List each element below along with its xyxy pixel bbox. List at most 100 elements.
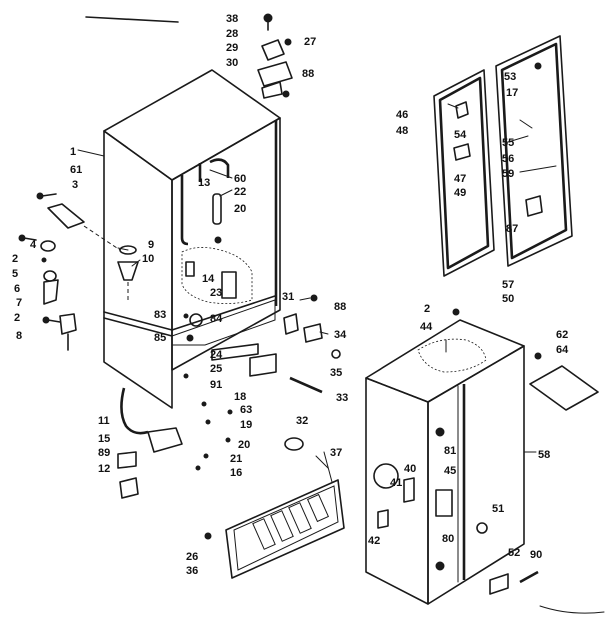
lower-box bbox=[365, 308, 599, 605]
bracket-3 bbox=[47, 203, 85, 229]
callout-27: 27 bbox=[304, 36, 316, 48]
callout-88: 88 bbox=[302, 68, 314, 80]
callout-20: 20 bbox=[238, 439, 250, 451]
callout-22: 22 bbox=[234, 186, 246, 198]
callout-62: 62 bbox=[556, 329, 568, 341]
part-18 bbox=[201, 401, 207, 407]
callout-49: 49 bbox=[454, 187, 466, 199]
callout-17: 17 bbox=[506, 87, 518, 99]
callout-53: 53 bbox=[504, 71, 516, 83]
part-55 bbox=[519, 119, 533, 129]
hinge-29 bbox=[257, 61, 293, 87]
callout-28: 28 bbox=[226, 28, 238, 40]
gasket-right bbox=[495, 35, 573, 267]
screw-2c bbox=[452, 308, 460, 316]
screw-88-top bbox=[282, 90, 290, 98]
part-81 bbox=[435, 427, 445, 437]
part-5 bbox=[41, 257, 47, 263]
part-63 bbox=[227, 409, 233, 415]
callout-2: 2 bbox=[424, 303, 430, 315]
callout-16: 16 bbox=[230, 467, 242, 479]
callout-labels: 38 28 27 29 30 88 1 60 13 22 20 61 3 9 1… bbox=[12, 13, 569, 577]
callout-81: 81 bbox=[444, 445, 456, 457]
part-16 bbox=[195, 465, 201, 471]
part-54 bbox=[455, 101, 469, 119]
part-10 bbox=[117, 261, 139, 281]
part-24 bbox=[211, 343, 259, 361]
callout-19: 19 bbox=[240, 419, 252, 431]
gasket-left bbox=[433, 69, 495, 277]
callout-45: 45 bbox=[444, 465, 456, 477]
callout-80: 80 bbox=[442, 533, 454, 545]
spacer-30 bbox=[261, 81, 283, 99]
header-rule bbox=[85, 16, 179, 23]
callout-64: 64 bbox=[556, 344, 569, 356]
screw-20 bbox=[214, 236, 222, 244]
callout-35: 35 bbox=[330, 367, 342, 379]
part-44 bbox=[417, 338, 487, 373]
callout-90: 90 bbox=[530, 549, 542, 561]
callout-24: 24 bbox=[210, 349, 223, 361]
callout-1: 1 bbox=[70, 146, 76, 158]
screw-38 bbox=[263, 13, 273, 23]
callout-54: 54 bbox=[454, 129, 467, 141]
top-hinge-assembly bbox=[257, 13, 293, 99]
callout-23: 23 bbox=[210, 287, 222, 299]
callout-52: 52 bbox=[508, 547, 520, 559]
screw-62 bbox=[534, 352, 542, 360]
part-45 bbox=[435, 489, 453, 517]
callout-29: 29 bbox=[226, 42, 238, 54]
callout-47: 47 bbox=[454, 173, 466, 185]
part-25 bbox=[249, 353, 277, 377]
callout-4: 4 bbox=[30, 239, 37, 251]
callout-41: 41 bbox=[390, 477, 402, 489]
panel-64 bbox=[529, 365, 599, 411]
callout-42: 42 bbox=[368, 535, 380, 547]
callout-30: 30 bbox=[226, 57, 238, 69]
cabinet-assembly bbox=[103, 69, 281, 409]
grille-assembly bbox=[204, 479, 345, 579]
callout-6: 6 bbox=[14, 283, 20, 295]
callout-36: 36 bbox=[186, 565, 198, 577]
callout-63: 63 bbox=[240, 404, 252, 416]
callout-55: 55 bbox=[502, 137, 514, 149]
part-35 bbox=[331, 349, 341, 359]
callout-56: 56 bbox=[502, 153, 514, 165]
cabinet-side bbox=[171, 117, 281, 371]
bracket-8 bbox=[59, 313, 77, 335]
part-87 bbox=[525, 195, 543, 217]
callout-10: 10 bbox=[142, 253, 154, 265]
callout-44: 44 bbox=[420, 321, 433, 333]
part-34 bbox=[303, 323, 323, 343]
part-32 bbox=[284, 437, 304, 451]
callout-83: 83 bbox=[154, 309, 166, 321]
callout-50: 50 bbox=[502, 293, 514, 305]
part-15 bbox=[147, 427, 183, 453]
washer-9 bbox=[119, 245, 137, 255]
part-circle bbox=[373, 463, 399, 489]
part-40 bbox=[403, 477, 415, 503]
box-top bbox=[365, 319, 525, 403]
part-17 bbox=[534, 62, 542, 70]
part-6 bbox=[43, 270, 57, 282]
callout-88: 88 bbox=[334, 301, 346, 313]
callout-91: 91 bbox=[210, 379, 222, 391]
callout-31: 31 bbox=[282, 291, 294, 303]
part-51 bbox=[476, 522, 488, 534]
callout-40: 40 bbox=[404, 463, 416, 475]
part-91 bbox=[183, 373, 189, 379]
bracket-14 bbox=[185, 261, 195, 277]
part-42 bbox=[377, 509, 389, 529]
callout-38: 38 bbox=[226, 13, 238, 25]
callout-37: 37 bbox=[330, 447, 342, 459]
part-21 bbox=[203, 453, 209, 459]
door-gaskets bbox=[433, 35, 573, 277]
callout-32: 32 bbox=[296, 415, 308, 427]
callout-21: 21 bbox=[230, 453, 242, 465]
box-front bbox=[427, 345, 525, 605]
callout-34: 34 bbox=[334, 329, 347, 341]
callout-14: 14 bbox=[202, 273, 215, 285]
callout-58: 58 bbox=[538, 449, 550, 461]
part-33 bbox=[289, 376, 323, 394]
callout-84: 84 bbox=[210, 313, 223, 325]
